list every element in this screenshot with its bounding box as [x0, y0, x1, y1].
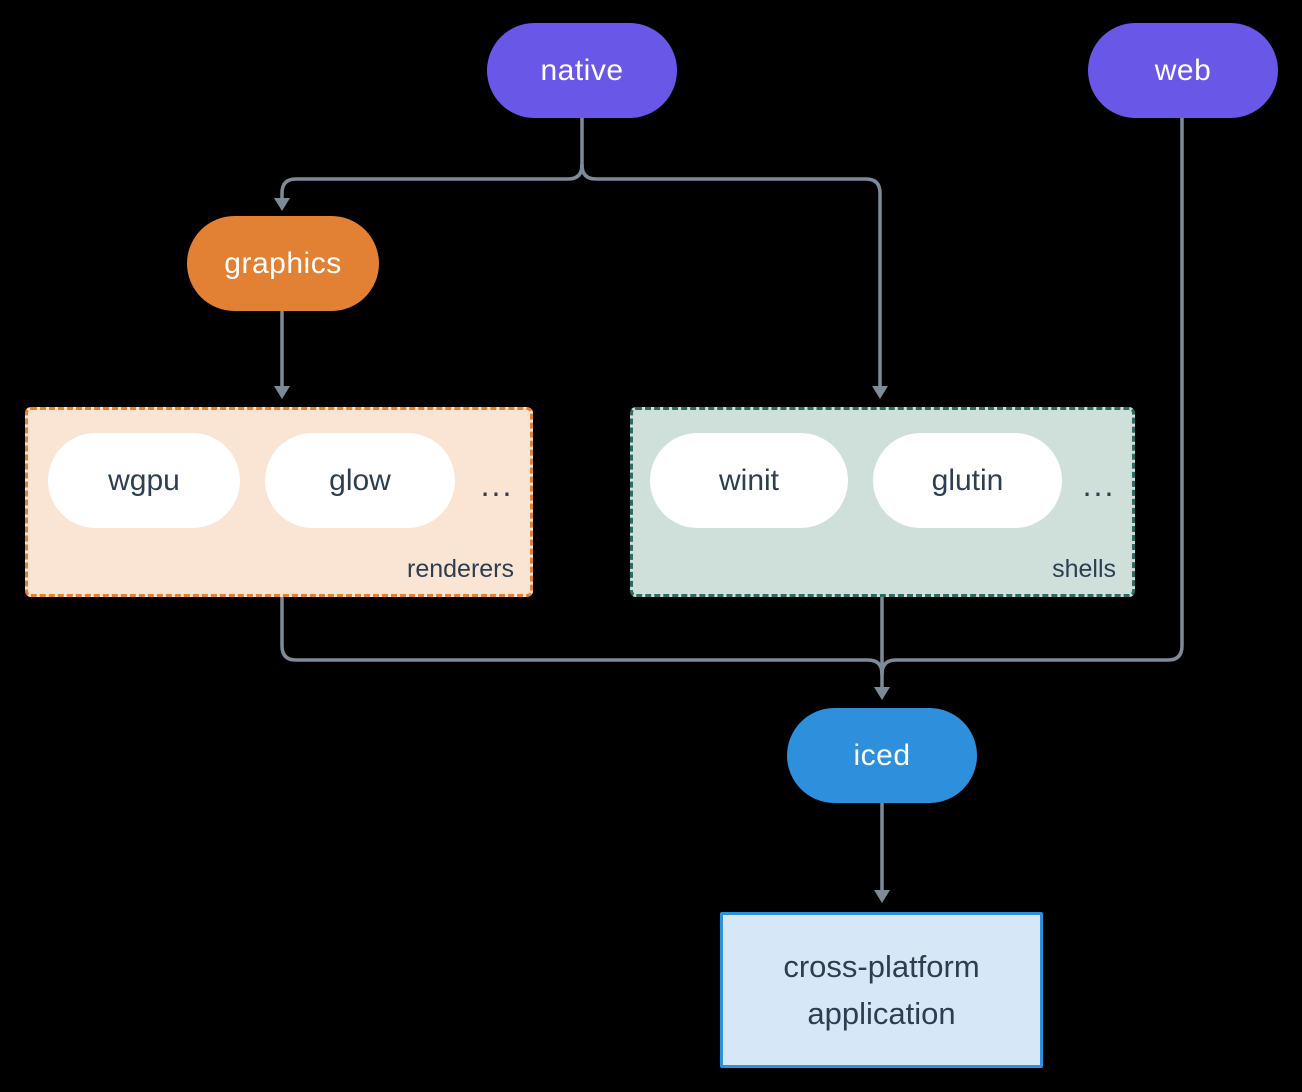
node-native: native [487, 23, 677, 118]
node-glow: glow [265, 433, 455, 528]
renderers-group-label: renderers [407, 555, 514, 583]
node-winit: winit [650, 433, 848, 528]
edge-native-to-graphics [280, 163, 584, 200]
renderers-ellipsis: ... [480, 467, 514, 503]
arrowhead-application [874, 890, 890, 903]
node-glutin: glutin [873, 433, 1062, 528]
node-iced-label: iced [853, 738, 911, 772]
node-web: web [1088, 23, 1278, 118]
group-shells: winit glutin ... shells [630, 407, 1135, 597]
node-glutin-label: glutin [931, 463, 1004, 497]
node-winit-label: winit [718, 463, 779, 497]
application-label-line1: cross-platform [783, 949, 980, 984]
node-native-label: native [540, 53, 624, 87]
node-wgpu: wgpu [48, 433, 240, 528]
shells-ellipsis: ... [1082, 467, 1116, 503]
edge-renderers-to-iced [280, 595, 884, 676]
arrowhead-iced [874, 687, 890, 700]
node-wgpu-label: wgpu [108, 463, 180, 497]
arrowhead-shells [872, 386, 888, 399]
edge-native-to-shells [580, 163, 882, 388]
shells-group-label: shells [1052, 555, 1116, 583]
node-web-label: web [1154, 53, 1212, 87]
arrowhead-renderers [274, 386, 290, 399]
application-label-line2: application [807, 996, 956, 1031]
arrowhead-graphics [274, 198, 290, 211]
group-renderers: wgpu glow ... renderers [25, 407, 533, 597]
node-glow-label: glow [329, 463, 391, 497]
node-cross-platform-application: cross-platform application [720, 912, 1043, 1068]
node-graphics-label: graphics [224, 246, 342, 280]
node-iced: iced [787, 708, 977, 803]
node-graphics: graphics [187, 216, 379, 311]
